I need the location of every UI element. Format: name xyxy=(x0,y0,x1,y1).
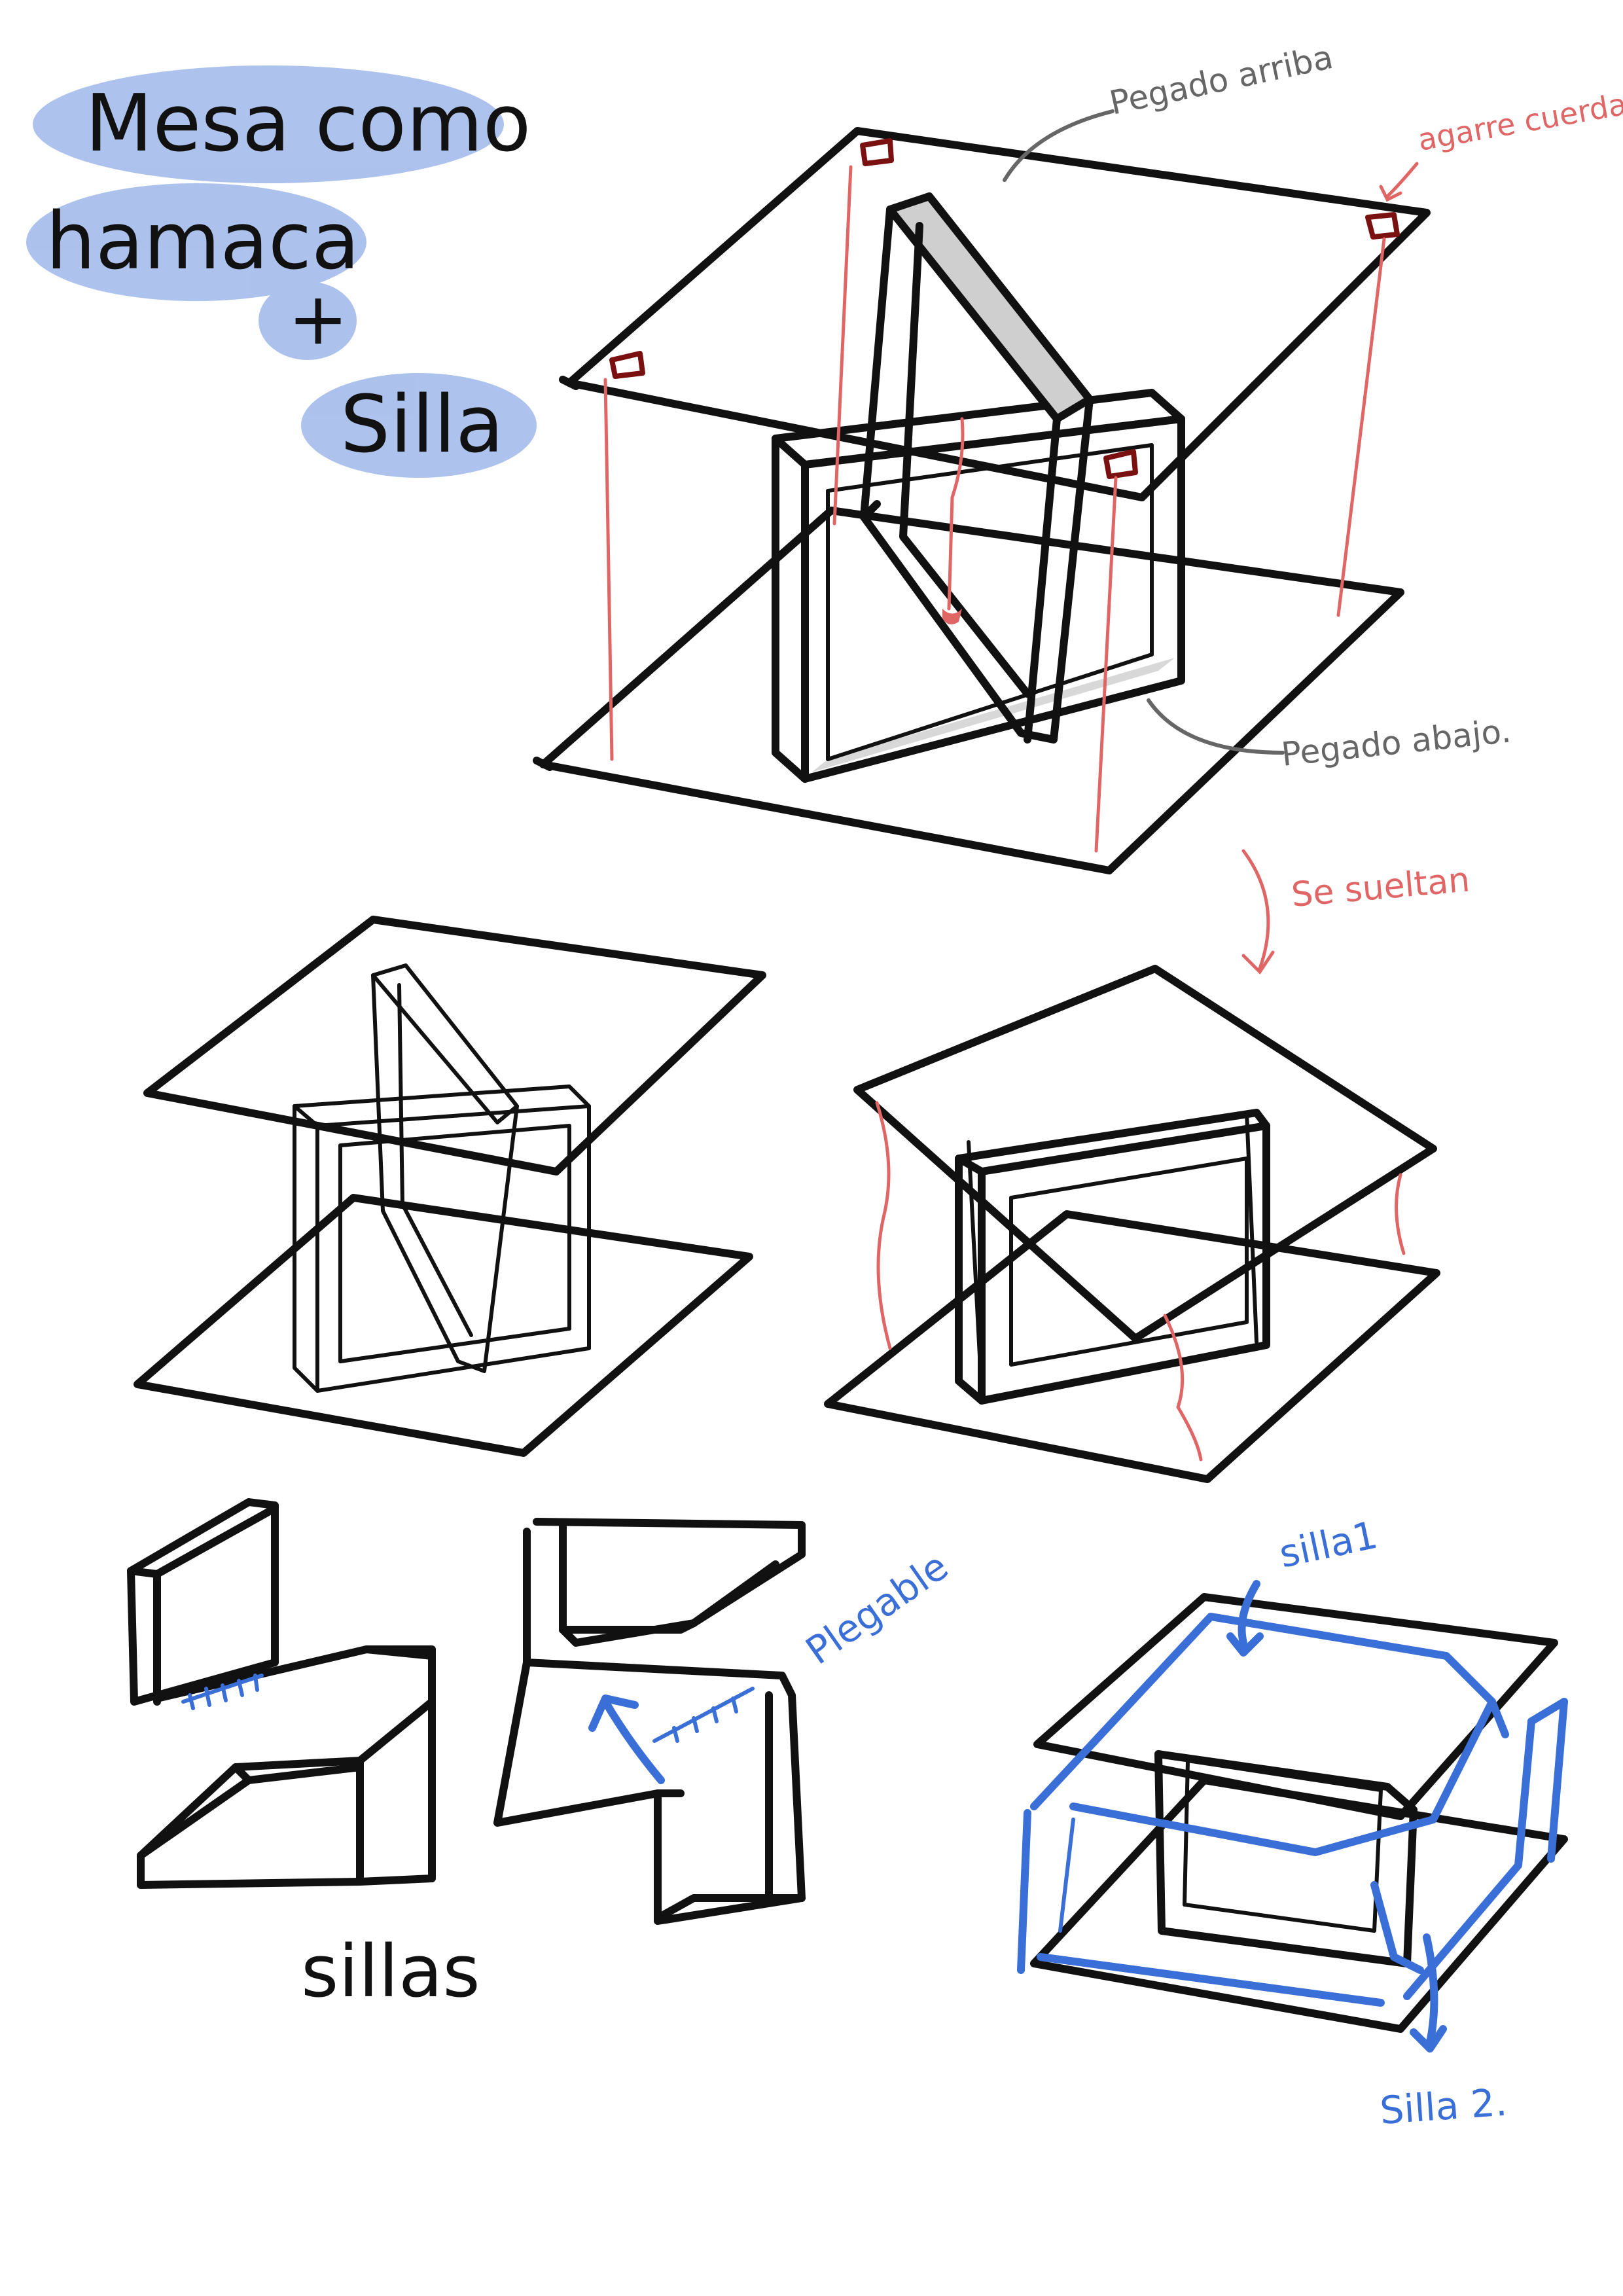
main-top-edge-tick xyxy=(559,376,580,390)
main-top-panel xyxy=(565,127,1431,501)
label-sillas: sillas xyxy=(301,1929,480,2013)
chair-right: Plegable xyxy=(493,1518,956,1925)
title-watercolor-wash xyxy=(26,65,537,478)
label-pegado-abajo: Pegado abajo. xyxy=(1279,711,1512,774)
label-plegable: Plegable xyxy=(798,1544,956,1674)
main-table-diagram: Pegado arriba agarre cuerdas Pegado abaj… xyxy=(533,38,1623,874)
loose-ropes xyxy=(875,1101,1406,1462)
label-pegado-arriba: Pegado arriba xyxy=(1106,38,1336,122)
title-line-hamaca: hamaca xyxy=(46,196,360,287)
label-se-sueltan: Se sueltan xyxy=(1290,860,1471,915)
main-bottom-panel xyxy=(539,507,1404,874)
label-silla1: silla1 xyxy=(1275,1513,1382,1577)
chair-left xyxy=(127,1498,436,1889)
label-silla2: Silla 2. xyxy=(1378,2080,1508,2133)
title-block: Mesa como hamaca + Silla xyxy=(26,65,537,478)
title-line-silla: Silla xyxy=(340,380,504,471)
main-bottom-edge-tick xyxy=(533,757,554,771)
leader-pegado-abajo xyxy=(1147,698,1285,755)
main-rect-frame xyxy=(772,389,1185,783)
rope-lines xyxy=(603,165,1386,853)
se-sueltan-annotation: Se sueltan xyxy=(1241,849,1471,975)
title-plus: + xyxy=(288,277,348,361)
table-chairs-diagram: silla1 Silla 2. xyxy=(1017,1513,1568,2133)
assembled-table-diagram xyxy=(134,916,766,1457)
chairs-diagram: Plegable sillas xyxy=(127,1498,956,2013)
corner-handles xyxy=(609,138,1400,479)
title-line-mesa-como: Mesa como xyxy=(85,79,531,170)
arrow-agarre xyxy=(1385,162,1419,198)
main-triangle-frame xyxy=(860,192,1094,744)
label-agarre-cuerdas: agarre cuerdas xyxy=(1416,83,1623,157)
leader-pegado-arriba xyxy=(1003,109,1115,182)
released-table-diagram xyxy=(824,965,1440,1483)
